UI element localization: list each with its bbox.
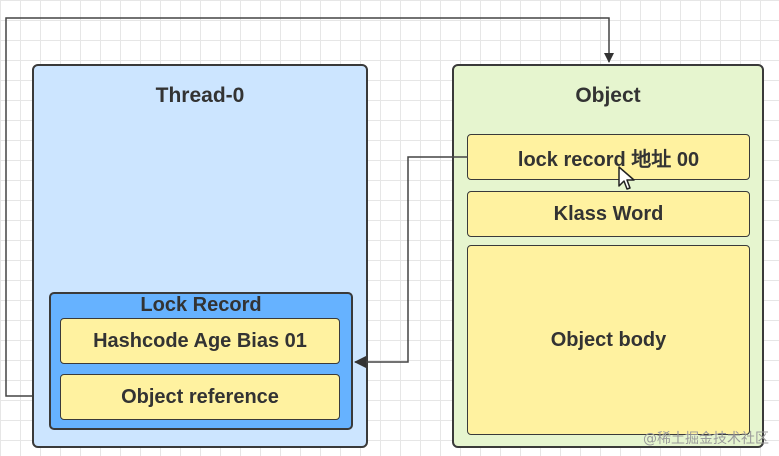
- watermark: @稀土掘金技术社区: [643, 431, 769, 447]
- hashcode-age-bias-field: Hashcode Age Bias 01: [60, 318, 340, 364]
- mouse-cursor-icon: [618, 166, 635, 190]
- mark-word-field: lock record 地址 00: [467, 134, 750, 180]
- object-reference-field: Object reference: [60, 374, 340, 420]
- object-title: Object: [575, 84, 641, 107]
- object-body-field: Object body: [467, 245, 750, 435]
- klass-word-field: Klass Word: [467, 191, 750, 237]
- thread-title: Thread-0: [155, 84, 245, 107]
- lock-record-title: Lock Record: [140, 294, 262, 316]
